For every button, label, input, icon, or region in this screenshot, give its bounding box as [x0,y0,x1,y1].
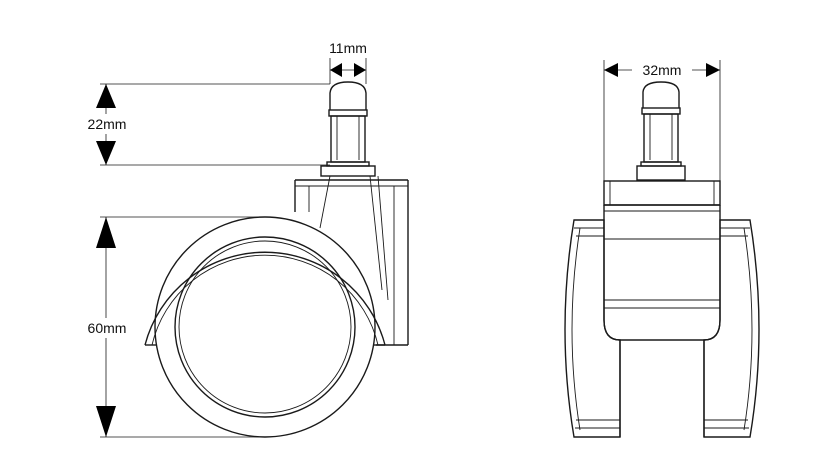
dim-pin-diameter: 11mm [329,40,367,84]
front-wheel-right [703,219,760,438]
side-fork [294,175,409,346]
side-stem-pin [320,81,376,177]
side-wheel [154,216,376,438]
dim-pin-height: 22mm [80,83,330,166]
front-wheel-left [564,219,621,438]
front-housing [603,180,721,437]
wheel-width-label: 32mm [643,62,682,78]
pin-diameter-label: 11mm [329,40,367,56]
side-view: 11mm 22mm 60mm [78,40,409,438]
wheel-diameter-label: 60mm [88,320,127,336]
front-stem-pin [636,81,686,181]
dim-wheel-width: 32mm [603,60,721,181]
dim-wheel-diameter: 60mm [78,216,268,438]
side-hood [144,251,386,346]
front-view: 32mm [564,60,760,438]
pin-height-label: 22mm [88,116,127,132]
